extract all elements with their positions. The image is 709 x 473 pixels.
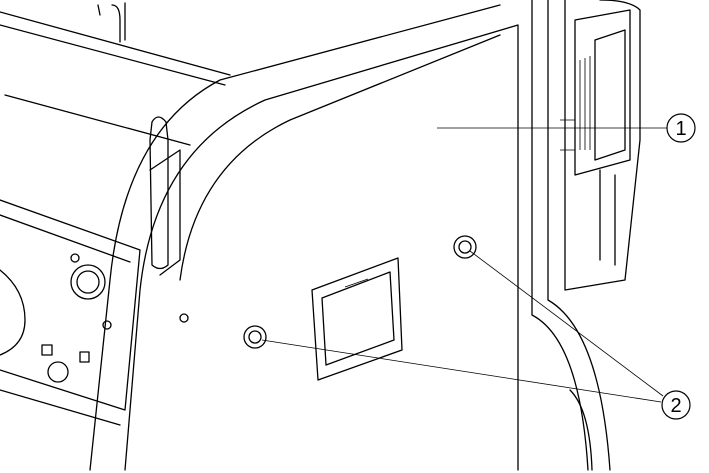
hose-holder [149,116,181,276]
side-panel [89,4,519,471]
callout-2: 2 [661,390,691,420]
recessed-handle [311,257,403,381]
top-housing [0,2,231,146]
rear-frame [531,0,641,471]
callout-2-leaders [261,250,664,403]
control-panel [0,199,189,426]
callout-1-label: 1 [675,118,686,140]
callout-1: 1 [666,113,696,143]
callout-2-label: 2 [670,395,681,417]
fastener-right [453,235,477,259]
fastener-left [243,325,267,349]
